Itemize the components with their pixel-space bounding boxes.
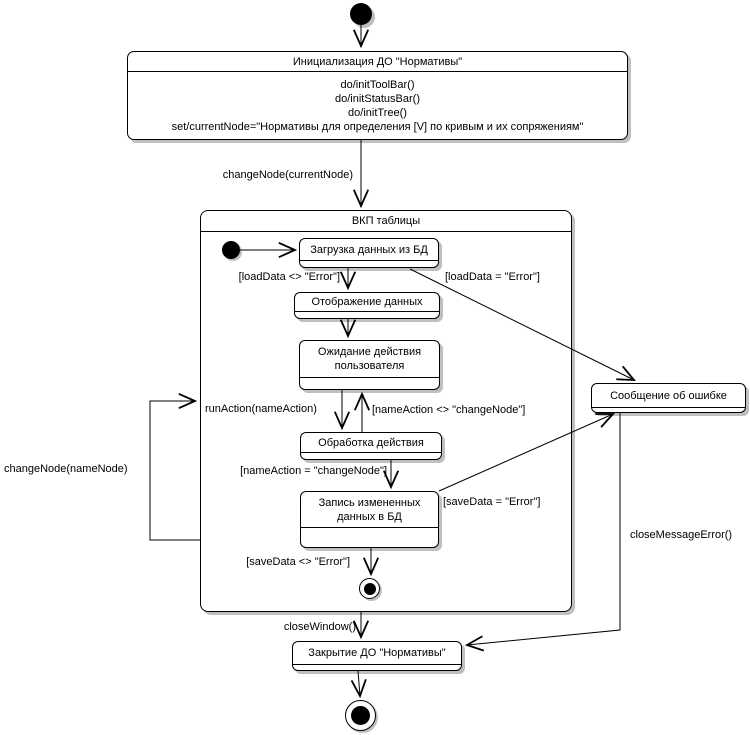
state-compartment — [300, 261, 438, 267]
action-line: set/currentNode="Нормативы для определен… — [171, 120, 584, 133]
composite-state-title: ВКП таблицы — [201, 211, 571, 232]
state-compartment — [301, 528, 438, 547]
label-save-ok: [saveData <> "Error"] — [246, 556, 350, 568]
action-line: do/initToolBar() — [340, 78, 415, 91]
state-compartment — [301, 453, 441, 459]
state-error-message: Сообщение об ошибке — [591, 383, 746, 413]
final-dot — [351, 706, 370, 725]
label-close-message-error: closeMessageError() — [630, 529, 733, 541]
initial-state-node — [350, 3, 372, 25]
state-name: Загрузка данных из БД — [300, 239, 438, 261]
final-dot — [363, 582, 376, 595]
state-init-normativy: Инициализация ДО "Нормативы" do/initTool… — [127, 51, 628, 140]
state-name-line: Запись измененных — [318, 496, 421, 509]
state-compartment — [592, 408, 745, 412]
edge-close-to-final — [350, 670, 367, 699]
state-compartment — [300, 378, 439, 389]
label-run-action: runAction(nameAction) — [205, 403, 317, 415]
state-process-action: Обработка действия — [300, 432, 442, 460]
edge-vkp-self-loop — [149, 392, 200, 541]
state-name: Отображение данных — [295, 293, 439, 312]
label-load-err: [loadData = "Error"] — [445, 271, 540, 283]
state-name: Запись измененных данных в БД — [301, 492, 438, 528]
state-init-title: Инициализация ДО "Нормативы" — [128, 52, 627, 72]
state-write-data: Запись измененных данных в БД — [300, 491, 439, 548]
state-display-data: Отображение данных — [294, 292, 440, 319]
state-name-line: данных в БД — [337, 510, 402, 523]
state-name: Ожидание действия пользователя — [300, 341, 439, 378]
state-name-line: пользователя — [334, 360, 405, 372]
action-line: do/initTree() — [348, 106, 407, 119]
label-name-action-eq: [nameAction = "changeNode"] — [240, 465, 387, 477]
state-name-line: Ожидание действия — [317, 346, 422, 358]
label-save-err: [saveData = "Error"] — [443, 496, 541, 508]
inner-initial-state-node — [222, 241, 240, 259]
state-name: Сообщение об ошибке — [592, 384, 745, 408]
inner-final-state-node — [359, 578, 380, 599]
state-init-actions: do/initToolBar() do/initStatusBar() do/i… — [128, 72, 627, 139]
label-name-action-neq: [nameAction <> "changeNode"] — [372, 404, 526, 416]
label-change-node-name: changeNode(nameNode) — [4, 463, 128, 475]
state-name: Обработка действия — [301, 433, 441, 453]
label-load-ok: [loadData <> "Error"] — [238, 271, 340, 283]
state-close-normativy: Закрытие ДО "Нормативы" — [292, 641, 462, 671]
state-compartment — [293, 665, 461, 670]
action-line: do/initStatusBar() — [335, 92, 420, 105]
state-wait-user-action: Ожидание действия пользователя — [299, 340, 440, 390]
label-change-node-current: changeNode(currentNode) — [222, 169, 353, 181]
label-close-window: closeWindow() — [283, 621, 356, 633]
state-name: Закрытие ДО "Нормативы" — [293, 642, 461, 665]
state-load-data: Загрузка данных из БД — [299, 238, 439, 268]
state-compartment — [295, 312, 439, 318]
final-state-node — [345, 700, 376, 731]
